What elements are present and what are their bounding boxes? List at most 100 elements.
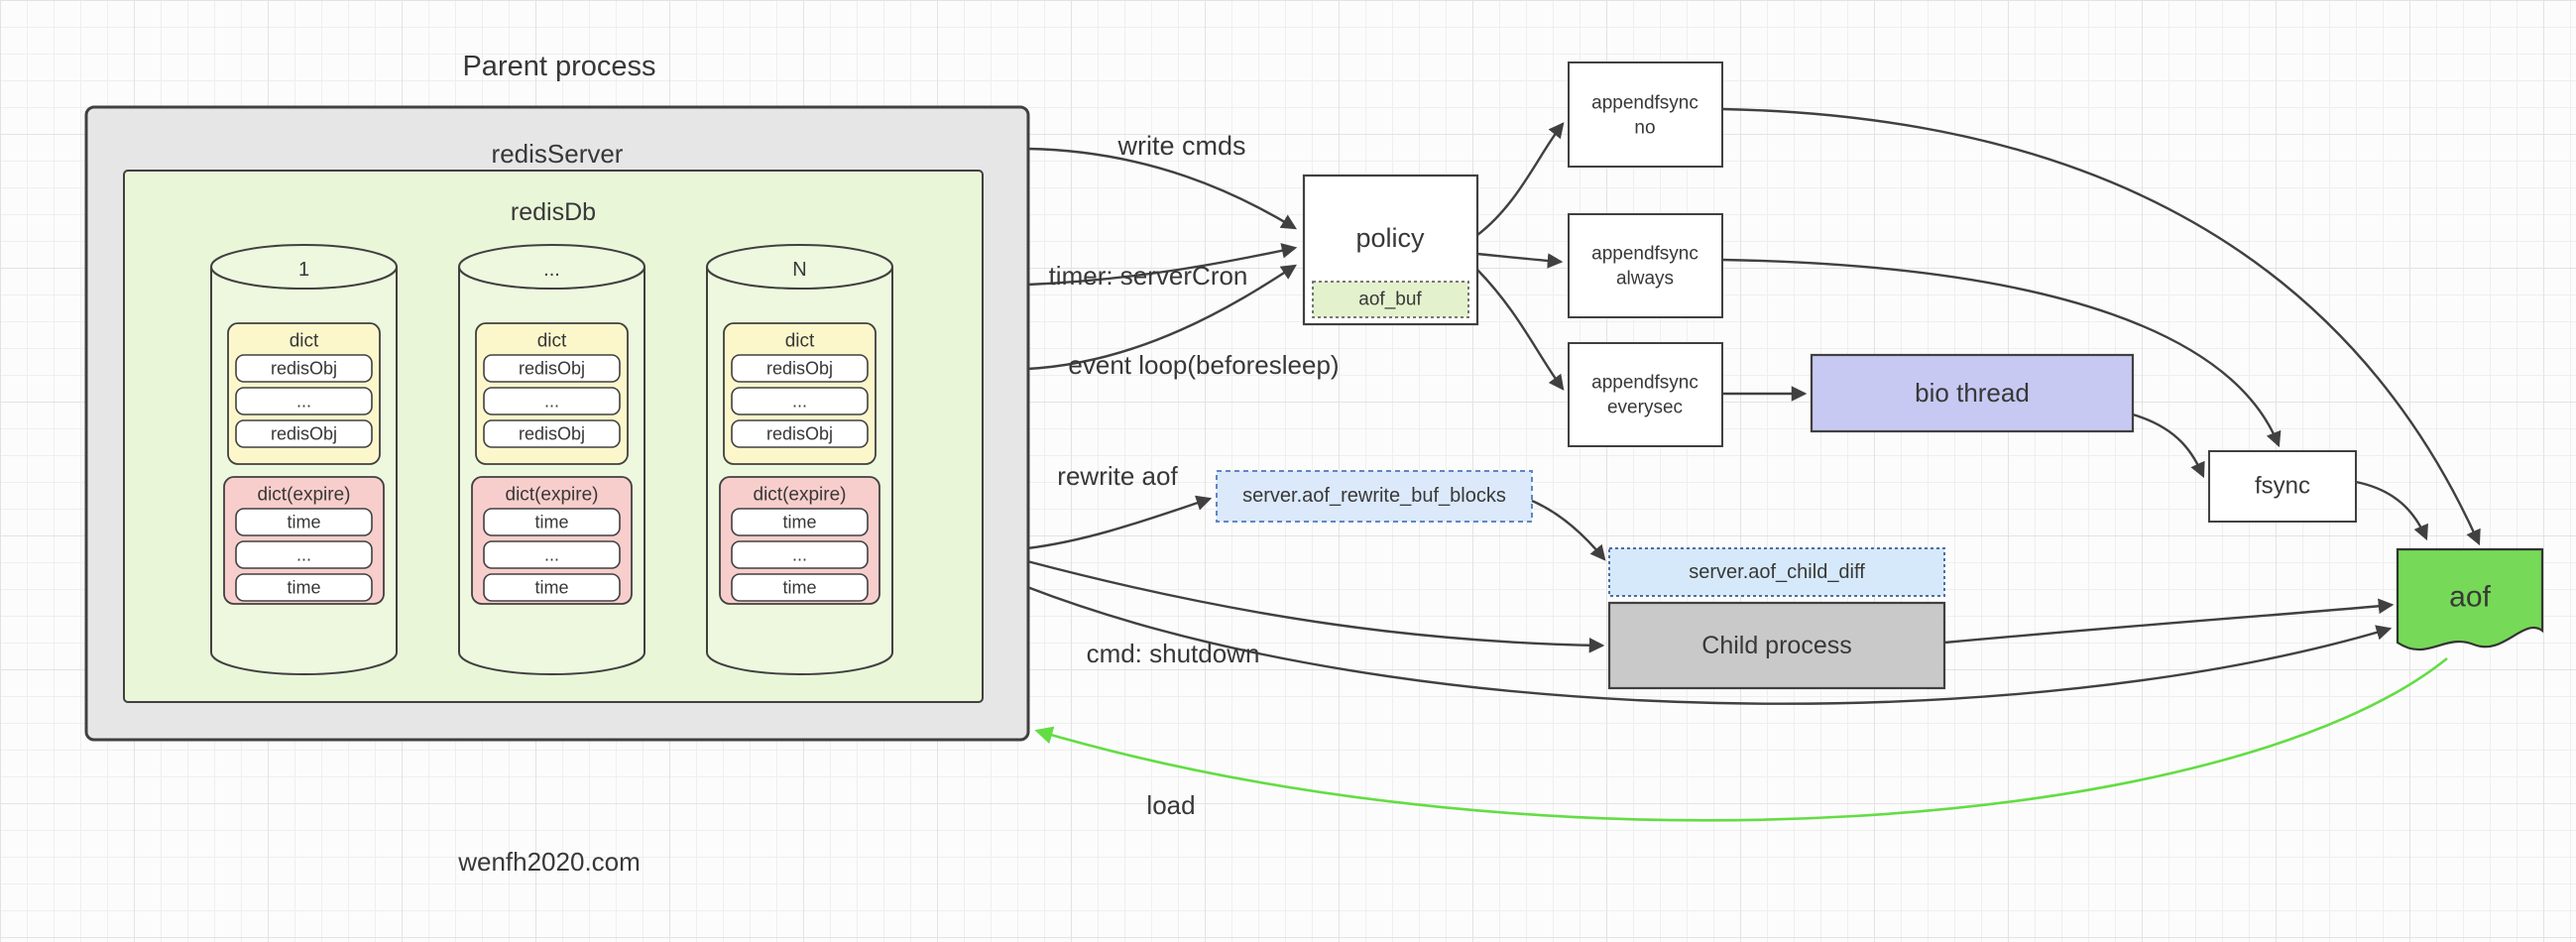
db-cylinder-2: ... dict redisObj ... redisObj dict(expi… (458, 244, 645, 675)
aof-buf-label: aof_buf (1358, 290, 1422, 310)
bio-thread-box (1810, 353, 2135, 433)
cylinder-top (458, 244, 645, 290)
dict-row-label: ... (544, 392, 559, 412)
event-loop-label: event loop(beforesleep) (1068, 350, 1339, 380)
expire-row-label: time (534, 578, 568, 598)
edge-fsync-to-aof (2355, 480, 2428, 541)
edges (1026, 107, 2481, 822)
expire-row (731, 573, 869, 602)
child-diff-label: server.aof_child_diff (1689, 561, 1865, 583)
dict-row (731, 387, 869, 415)
aof-label: aof (2449, 581, 2491, 614)
cylinder-label: ... (543, 259, 560, 281)
diagram-title: Parent process (462, 51, 655, 82)
dict-row-label: redisObj (519, 424, 585, 444)
expire-row-label: time (782, 513, 816, 532)
appendfsync-no-line2: no (1634, 118, 1655, 139)
parent-process-group: Parent process redisServer redisDb 1 dic… (84, 51, 1030, 742)
rewrite-buf-label: server.aof_rewrite_buf_blocks (1242, 485, 1506, 507)
watermark: wenfh2020.com (457, 847, 641, 877)
db-cylinder-3: N dict redisObj ... redisObj dict(expire… (706, 244, 893, 675)
edge-write-cmds (1026, 147, 1298, 230)
child-process-box (1607, 601, 1946, 690)
dict-label: dict (537, 331, 567, 352)
cylinder-label: N (792, 259, 806, 281)
dict-row (235, 354, 373, 383)
bio-thread-node: bio thread (1810, 353, 2135, 433)
dict-row (483, 354, 621, 383)
dict-row (483, 387, 621, 415)
edge-policy-to-always (1476, 252, 1564, 269)
dict-expire-label: dict(expire) (754, 485, 847, 506)
dict-row (235, 387, 373, 415)
edge-parent-to-child (1026, 559, 1605, 653)
expire-row-label: time (287, 578, 320, 598)
edge-policy-to-everysec (1476, 269, 1565, 391)
dict-label: dict (290, 331, 319, 352)
dict-label: dict (785, 331, 815, 352)
policy-label: policy (1355, 223, 1425, 253)
appendfsync-no-box (1568, 61, 1723, 168)
child-diff-node: server.aof_child_diff (1608, 547, 1945, 597)
appendfsync-everysec-box (1568, 342, 1723, 447)
edge-child-to-aof (1943, 598, 2395, 645)
dict-expire-box: dict(expire) time ... time (471, 476, 633, 605)
dict-expire-label: dict(expire) (506, 485, 599, 506)
expire-row-label: time (534, 513, 568, 532)
expire-row (483, 573, 621, 602)
dict-expire-box: dict(expire) time ... time (223, 476, 385, 605)
child-diff-box (1608, 547, 1945, 597)
expire-row-label: ... (544, 545, 559, 565)
dict-row-label: redisObj (519, 359, 585, 379)
appendfsync-everysec-line1: appendfsync (1591, 373, 1698, 394)
dict-expire-label: dict(expire) (258, 485, 351, 506)
expire-row-label: ... (792, 545, 807, 565)
child-process-label: Child process (1701, 632, 1851, 659)
cylinder-top (706, 244, 893, 290)
dict-box: dict redisObj ... redisObj (227, 322, 381, 465)
appendfsync-always-box (1568, 213, 1723, 318)
dict-row (235, 419, 373, 448)
dict-row-label: redisObj (766, 424, 833, 444)
rewrite-aof-label: rewrite aof (1057, 461, 1178, 491)
expire-row-label: ... (296, 545, 311, 565)
edge-always-to-fsync (1721, 258, 2282, 448)
dict-row (731, 419, 869, 448)
appendfsync-no-line1: appendfsync (1591, 93, 1698, 114)
expire-row-label: time (287, 513, 320, 532)
load-label: load (1146, 790, 1195, 820)
edge-no-to-aof (1721, 107, 2481, 546)
redis-db-label: redisDb (511, 198, 596, 226)
dict-box: dict redisObj ... redisObj (723, 322, 877, 465)
appendfsync-always-line1: appendfsync (1591, 244, 1698, 265)
child-process-node: Child process (1607, 601, 1946, 690)
expire-row (483, 508, 621, 536)
appendfsync-everysec-node: appendfsync everysec (1568, 342, 1723, 447)
aof-document-shape (2396, 547, 2544, 651)
dict-row-label: ... (792, 392, 807, 412)
edge-shutdown-to-aof (1026, 585, 2393, 705)
dict-row (483, 419, 621, 448)
edge-timer-servercron (1026, 243, 1298, 287)
expire-row (483, 540, 621, 569)
aof-file-node: aof (2396, 547, 2544, 651)
appendfsync-always-line2: always (1616, 269, 1674, 290)
bio-thread-label: bio thread (1915, 378, 2030, 408)
fsync-label: fsync (2255, 473, 2310, 500)
edge-bio-to-fsync (2132, 412, 2205, 479)
dict-box: dict redisObj ... redisObj (475, 322, 629, 465)
edge-rewritebuf-to-childdiff (1531, 499, 1606, 561)
cmd-shutdown-label: cmd: shutdown (1087, 639, 1260, 668)
write-cmds-label: write cmds (1116, 131, 1245, 161)
dict-row-label: redisObj (271, 424, 337, 444)
expire-row (731, 540, 869, 569)
cylinder-label: 1 (298, 259, 309, 281)
appendfsync-always-node: appendfsync always (1568, 213, 1723, 318)
expire-row (235, 540, 373, 569)
expire-row-label: time (782, 578, 816, 598)
fsync-box (2208, 450, 2357, 523)
fsync-node: fsync (2208, 450, 2357, 523)
edge-labels: write cmds timer: serverCron event loop(… (1049, 131, 1340, 820)
edge-rewrite-aof (1026, 495, 1213, 550)
